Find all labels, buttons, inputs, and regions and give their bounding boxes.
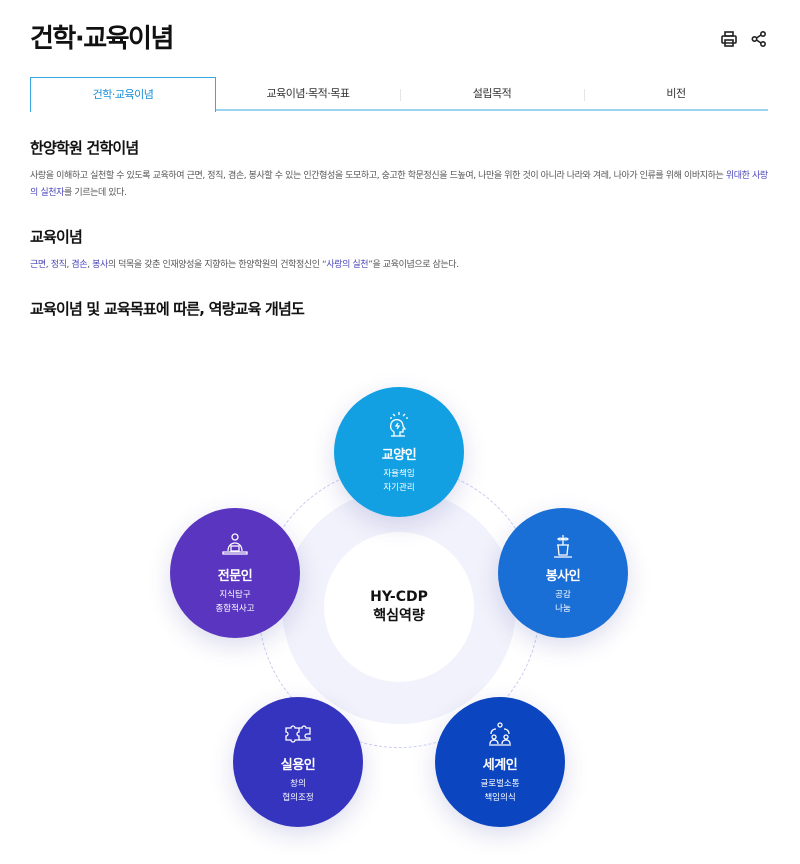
node-subtitle: 자기관리 (383, 482, 415, 493)
puzzle-icon (285, 724, 311, 743)
share-icon[interactable] (750, 30, 768, 48)
text: 를 기르는데 있다. (63, 188, 127, 198)
node-culture: 교양인 자율책임 자기관리 (334, 387, 464, 517)
text: 사랑을 이해하고 실천할 수 있도록 교육하여 근면, 정직, 겸손, 봉사할 … (30, 171, 726, 181)
center-title: HY-CDP (370, 589, 428, 605)
node-subtitle: 종합적사고 (215, 603, 255, 614)
node-subtitle: 자율책임 (383, 468, 415, 479)
text: , (87, 260, 93, 270)
text: ”을 교육이념으로 삼는다. (368, 260, 459, 270)
node-title: 세계인 (482, 757, 518, 773)
node-subtitle: 공감 (555, 589, 571, 600)
center-circle: HY-CDP 핵심역량 (324, 532, 474, 682)
highlight-text: 겸손 (71, 260, 88, 270)
person-laptop-icon (222, 532, 248, 555)
highlight-text: 사랑의 실천 (326, 260, 369, 270)
text: , (66, 260, 72, 270)
node-subtitle: 책임의식 (484, 792, 516, 803)
center-subtitle: 핵심역량 (373, 608, 425, 624)
node-title: 전문인 (217, 568, 253, 584)
node-professional: 전문인 지식탐구 종합적사고 (170, 508, 300, 638)
node-subtitle: 나눔 (555, 603, 571, 614)
highlight-text: 근면 (30, 260, 46, 270)
node-title: 봉사인 (545, 568, 581, 584)
tab-bar: 건학·교육이념 교육이념·목적·목표 설립목적 비전 (30, 77, 768, 112)
node-subtitle: 창의 (290, 778, 306, 789)
highlight-text: 정직 (50, 260, 67, 270)
node-title: 교양인 (381, 447, 417, 463)
highlight-text: 봉사 (92, 260, 108, 270)
node-subtitle: 협의조정 (282, 792, 314, 803)
section-heading: 한양학원 건학이념 (30, 139, 139, 157)
node-title: 실용인 (280, 757, 316, 773)
node-practical: 실용인 창의 협의조정 (233, 697, 363, 827)
competency-diagram: HY-CDP 핵심역량 교양인 자율책임 자기관리 봉사인 공감 나눔 세계인 … (0, 330, 800, 864)
tab-education-goals[interactable]: 교육이념·목적·목표 (266, 87, 350, 100)
node-global: 세계인 글로벌소통 책임의식 (435, 697, 565, 827)
plant-icon (554, 534, 572, 558)
text: 의 덕목을 갖춘 인재양성을 지향하는 한양학원의 건학정신인 “ (107, 260, 327, 270)
people-network-icon (489, 721, 511, 746)
highlight-text: 위대한 사랑의 실천자 (30, 171, 768, 198)
founding-philosophy-text: 사랑을 이해하고 실천할 수 있도록 교육하여 근면, 정직, 겸손, 봉사할 … (30, 168, 770, 202)
education-philosophy-text: 근면, 정직, 겸손, 봉사의 덕목을 갖춘 인재양성을 지향하는 한양학원의 … (30, 257, 770, 274)
page-title: 건학·교육이념 (30, 24, 174, 54)
tab-founding-purpose[interactable]: 설립목적 (400, 77, 584, 109)
tab-vision[interactable]: 비전 (584, 77, 768, 109)
node-subtitle: 지식탐구 (219, 589, 251, 600)
node-service: 봉사인 공감 나눔 (498, 508, 628, 638)
head-lightning-icon (389, 411, 408, 437)
tab-founding-philosophy[interactable]: 건학·교육이념 (30, 77, 216, 112)
section-heading: 교육이념 및 교육목표에 따른, 역량교육 개념도 (30, 300, 305, 318)
text: , (45, 260, 51, 270)
node-subtitle: 글로벌소통 (480, 778, 520, 789)
print-icon[interactable] (720, 30, 738, 48)
section-heading: 교육이념 (30, 228, 83, 246)
